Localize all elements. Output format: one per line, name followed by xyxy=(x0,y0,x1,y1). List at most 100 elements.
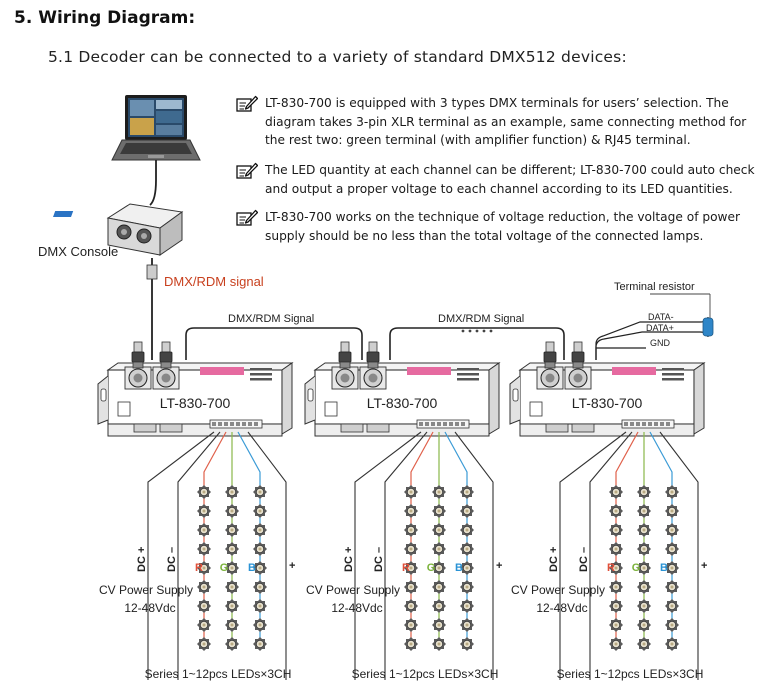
led-chip xyxy=(608,579,624,595)
note-1-text: LT-830-700 is equipped with 3 types DMX … xyxy=(265,96,747,147)
led-chip xyxy=(459,503,475,519)
display-strip xyxy=(612,367,656,375)
terminal-screw xyxy=(230,422,234,426)
led-chip xyxy=(608,617,624,633)
xlr-connector xyxy=(543,341,557,369)
series-label: Series 1~12pcs LEDs×3CH xyxy=(145,667,292,681)
terminal-screw xyxy=(425,422,429,426)
channel-g-label: G xyxy=(632,562,641,574)
data-minus-label: DATA- xyxy=(648,312,674,322)
xlr-connector xyxy=(571,341,585,369)
led-chip xyxy=(403,636,419,652)
led-chip xyxy=(664,579,680,595)
display-strip xyxy=(407,367,451,375)
terminal-screw xyxy=(254,422,258,426)
led-chip xyxy=(431,541,447,557)
dip-switch xyxy=(662,368,684,371)
pen-note-icon xyxy=(236,162,258,179)
led-chip xyxy=(403,617,419,633)
led-chip xyxy=(664,484,680,500)
dc-minus-label: DC – xyxy=(373,547,385,572)
led-chip xyxy=(664,598,680,614)
rj45-port xyxy=(529,401,543,417)
led-chip xyxy=(608,484,624,500)
mount-hole xyxy=(307,388,314,402)
decoder-model: LT-830-700 xyxy=(367,395,438,411)
channel-b-label: B xyxy=(660,562,668,574)
led-chip xyxy=(608,598,624,614)
led-chip xyxy=(459,522,475,538)
led-chip xyxy=(636,541,652,557)
section-heading: 5. Wiring Diagram: xyxy=(14,8,196,28)
channel-b-label: B xyxy=(455,562,463,574)
terminal-screw xyxy=(455,422,459,426)
led-chip xyxy=(252,579,268,595)
dc-plus-wire xyxy=(559,431,627,680)
terminal-screw xyxy=(648,422,652,426)
dc-minus-wire xyxy=(384,431,428,680)
dc-minus-wire xyxy=(589,431,633,680)
led-chip xyxy=(636,598,652,614)
ch-b-wire xyxy=(649,431,673,645)
led-chip xyxy=(608,503,624,519)
mount-hole xyxy=(512,388,519,402)
led-chip xyxy=(403,503,419,519)
led-chip xyxy=(252,541,268,557)
led-chip xyxy=(196,579,212,595)
terminal-screw xyxy=(660,422,664,426)
ch-b-wire xyxy=(444,431,468,645)
led-chip xyxy=(224,598,240,614)
dmx-console-device xyxy=(53,203,184,256)
power-supply-label: CV Power Supply xyxy=(511,583,605,597)
xlr-socket-pins xyxy=(545,373,555,383)
terminal-screw xyxy=(624,422,628,426)
green-terminal xyxy=(366,423,390,433)
led-chip xyxy=(224,579,240,595)
decoder-model: LT-830-700 xyxy=(572,395,643,411)
power-supply-label: CV Power Supply xyxy=(306,583,400,597)
led-chip xyxy=(431,617,447,633)
led-chip xyxy=(431,636,447,652)
main-signal-cable xyxy=(146,258,158,360)
dip-switch xyxy=(662,378,684,381)
plus-label: + xyxy=(496,560,502,572)
led-chip xyxy=(431,484,447,500)
laptop-icon xyxy=(111,95,201,161)
plus-label: + xyxy=(289,560,295,572)
data-plus-label: DATA+ xyxy=(646,323,674,333)
xlr-connector xyxy=(338,341,352,369)
green-terminal xyxy=(571,423,595,433)
led-chip xyxy=(252,522,268,538)
series-label: Series 1~12pcs LEDs×3CH xyxy=(352,667,499,681)
terminal-screw xyxy=(224,422,228,426)
led-chip xyxy=(664,636,680,652)
dc-plus-label: DC + xyxy=(548,547,560,572)
note-3-text: LT-830-700 works on the technique of vol… xyxy=(265,210,741,243)
dmx-console-label: DMX Console xyxy=(38,244,118,259)
link-1-label: DMX/RDM Signal xyxy=(228,313,314,325)
xlr-connector xyxy=(366,341,380,369)
dip-switch xyxy=(250,373,272,376)
pen-note-icon xyxy=(236,95,258,112)
led-chip xyxy=(224,617,240,633)
led-chip xyxy=(196,617,212,633)
gnd-label: GND xyxy=(650,338,671,348)
green-terminal xyxy=(340,423,364,433)
decoder-side-face xyxy=(693,362,705,435)
plus-label: + xyxy=(701,560,707,572)
led-chip xyxy=(252,484,268,500)
led-chip xyxy=(224,522,240,538)
led-chip xyxy=(664,522,680,538)
led-chip xyxy=(224,636,240,652)
channel-r-label: R xyxy=(402,562,410,574)
section-subheading: 5.1 Decoder can be connected to a variet… xyxy=(48,48,627,66)
led-chip xyxy=(196,484,212,500)
channel-g-label: G xyxy=(220,562,229,574)
led-chip xyxy=(459,484,475,500)
led-chip xyxy=(664,503,680,519)
mount-hole xyxy=(100,388,107,402)
dc-plus-wire xyxy=(147,431,215,680)
link-2-label: DMX/RDM Signal xyxy=(438,313,524,325)
